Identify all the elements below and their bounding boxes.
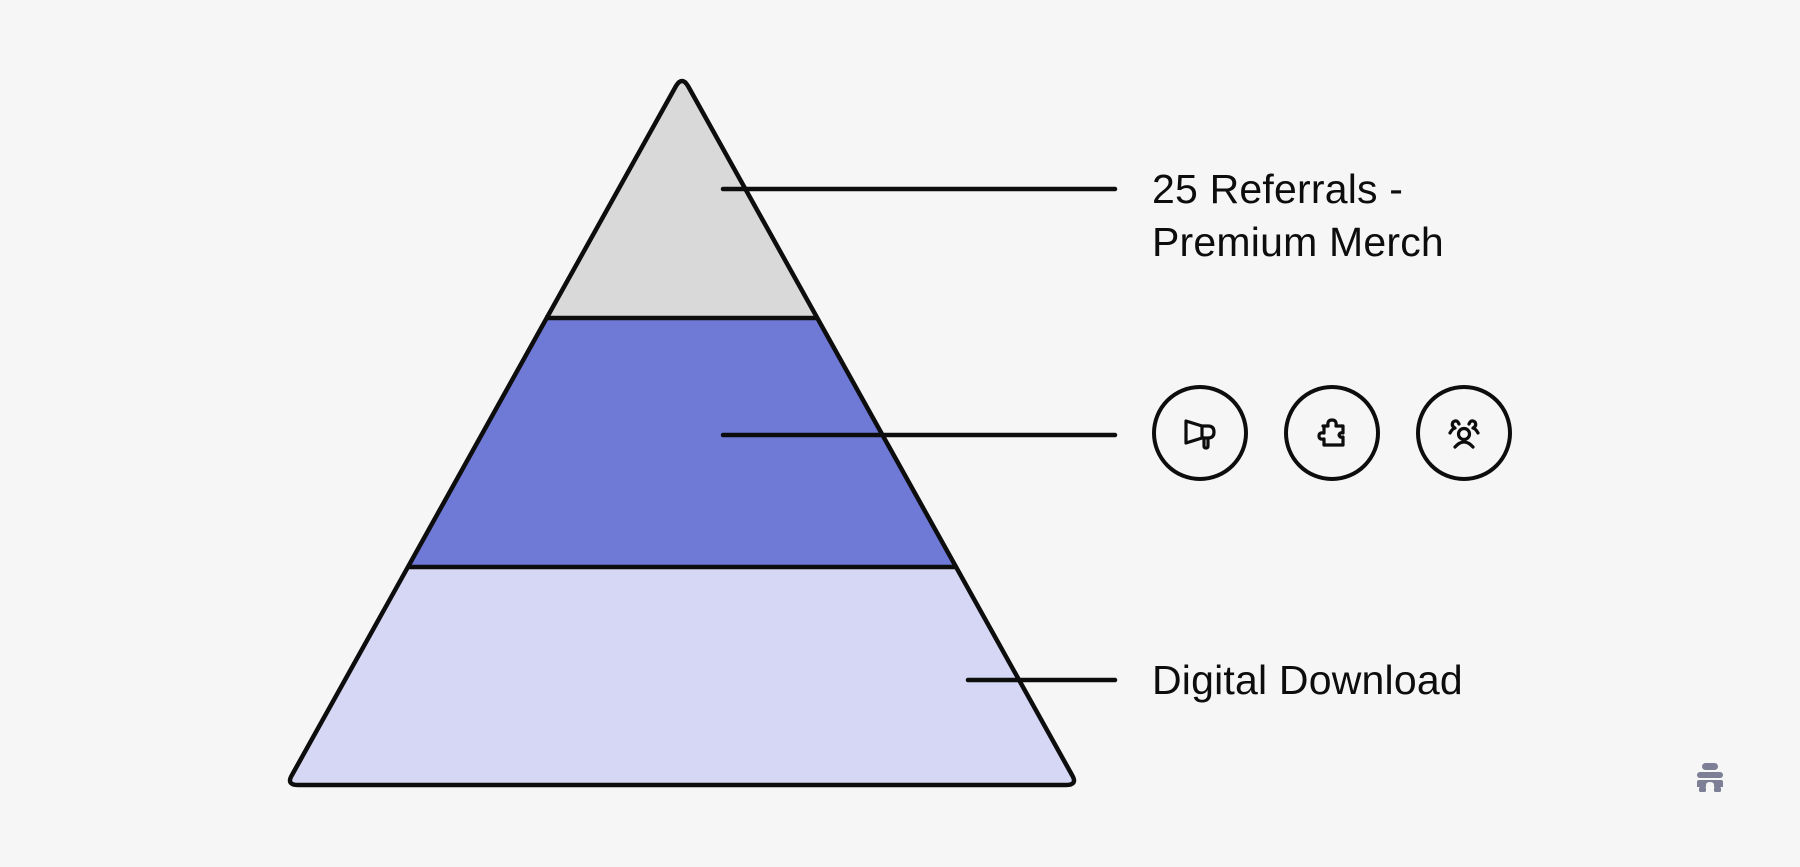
pyramid-outline bbox=[287, 78, 1077, 788]
megaphone-icon-badge bbox=[1152, 385, 1248, 481]
tier-top-label-line1: 25 Referrals - bbox=[1152, 166, 1404, 212]
users-group-icon-badge bbox=[1416, 385, 1512, 481]
puzzle-piece-icon bbox=[1317, 418, 1345, 447]
tier-bottom-label: Digital Download bbox=[1152, 657, 1463, 703]
pyramid-tier-middle bbox=[407, 318, 957, 567]
beehive-logo-icon bbox=[1697, 763, 1723, 792]
pyramid-tier-bottom bbox=[290, 567, 1074, 785]
puzzle-piece-icon-badge bbox=[1284, 385, 1380, 481]
megaphone-icon bbox=[1184, 419, 1216, 450]
users-group-icon bbox=[1448, 419, 1480, 449]
tier-top-label-line2: Premium Merch bbox=[1152, 219, 1444, 265]
tier-top-label: 25 Referrals - Premium Merch bbox=[1152, 163, 1444, 269]
pyramid-tier-top bbox=[545, 81, 818, 318]
